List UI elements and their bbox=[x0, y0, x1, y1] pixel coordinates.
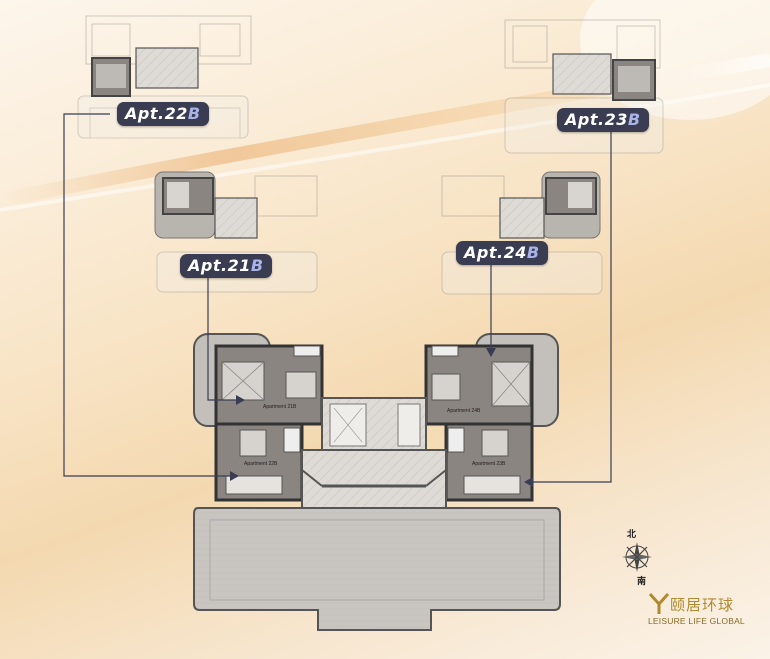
lobby bbox=[301, 449, 447, 509]
thumbnail-plan-23b-highlight bbox=[552, 53, 656, 101]
tag-apt-23b: Apt.23B bbox=[557, 108, 649, 132]
brand-mark-icon bbox=[648, 592, 670, 614]
brand-name-zh: 颐居环球 bbox=[670, 596, 735, 614]
room-label-23b: Apartment 23B bbox=[472, 461, 506, 467]
tag-apt-21b: Apt.21B bbox=[180, 254, 272, 278]
brand-name-en: LEISURE LIFE GLOBAL bbox=[648, 616, 745, 626]
main-floor-plan bbox=[193, 333, 561, 631]
thumbnail-plan-24b-highlight bbox=[499, 171, 601, 239]
compass-south: 南 bbox=[637, 575, 646, 587]
tag-apt-22b: Apt.22B bbox=[117, 102, 209, 126]
terrace bbox=[193, 507, 561, 631]
compass-rose-icon: 北 南 bbox=[622, 528, 652, 587]
room-label-24b: Apartment 24B bbox=[447, 408, 481, 414]
thumbnail-plan-22b-highlight bbox=[91, 47, 199, 97]
arrow-22b bbox=[63, 113, 239, 481]
compass-north: 北 bbox=[627, 528, 636, 540]
tag-apt-24b: Apt.24B bbox=[456, 241, 548, 265]
room-label-21b: Apartment 21B bbox=[263, 404, 297, 410]
thumbnail-plan-21b-highlight bbox=[154, 171, 258, 239]
room-label-22b: Apartment 22B bbox=[244, 461, 278, 467]
arrow-21b bbox=[207, 276, 245, 405]
brand-logo: 颐居环球 LEISURE LIFE GLOBAL bbox=[648, 592, 758, 632]
